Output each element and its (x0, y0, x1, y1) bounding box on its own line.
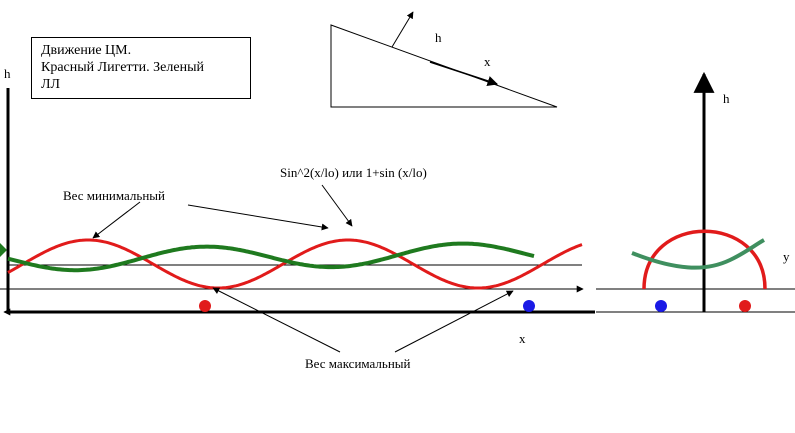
legend-line-3: ЛЛ (41, 77, 60, 92)
arrow-formula (321, 184, 353, 227)
label-weight-min: Вес минимальный (63, 188, 165, 203)
legend-box: Движение ЦМ. Красный Лигетти. Зеленый ЛЛ (31, 37, 251, 99)
blue-dot-right (655, 300, 667, 312)
red-dot-right (739, 300, 751, 312)
red-arc-right (642, 229, 767, 290)
blue-dot-left (523, 300, 535, 312)
label-h-incline: h (435, 30, 442, 45)
incline-tangent-arrow (429, 61, 498, 87)
label-x-incline: x (484, 54, 491, 69)
arrow-weight-min-2 (187, 204, 329, 231)
green-arc-right (631, 238, 765, 270)
label-h-right: h (723, 91, 730, 106)
green-curve-ll (7, 241, 535, 273)
red-dot-left (199, 300, 211, 312)
label-formula: Sin^2(x/lo) или 1+sin (x/lo) (280, 165, 427, 180)
arrow-weight-max-2 (394, 290, 514, 353)
label-h-left: h (4, 66, 11, 81)
legend-line-1: Движение ЦМ. (41, 43, 132, 58)
incline-normal-arrow (391, 11, 414, 48)
label-x-bottom: x (519, 331, 526, 346)
label-y-right: y (783, 249, 790, 264)
label-weight-max: Вес максимальный (305, 356, 411, 371)
legend-line-2: Красный Лигетти. Зеленый (41, 60, 204, 75)
red-curve-ligetti (7, 238, 583, 290)
arrow-weight-max-1 (212, 287, 341, 353)
arrow-weight-min-1 (92, 201, 141, 239)
green-axis-marker (0, 243, 7, 257)
